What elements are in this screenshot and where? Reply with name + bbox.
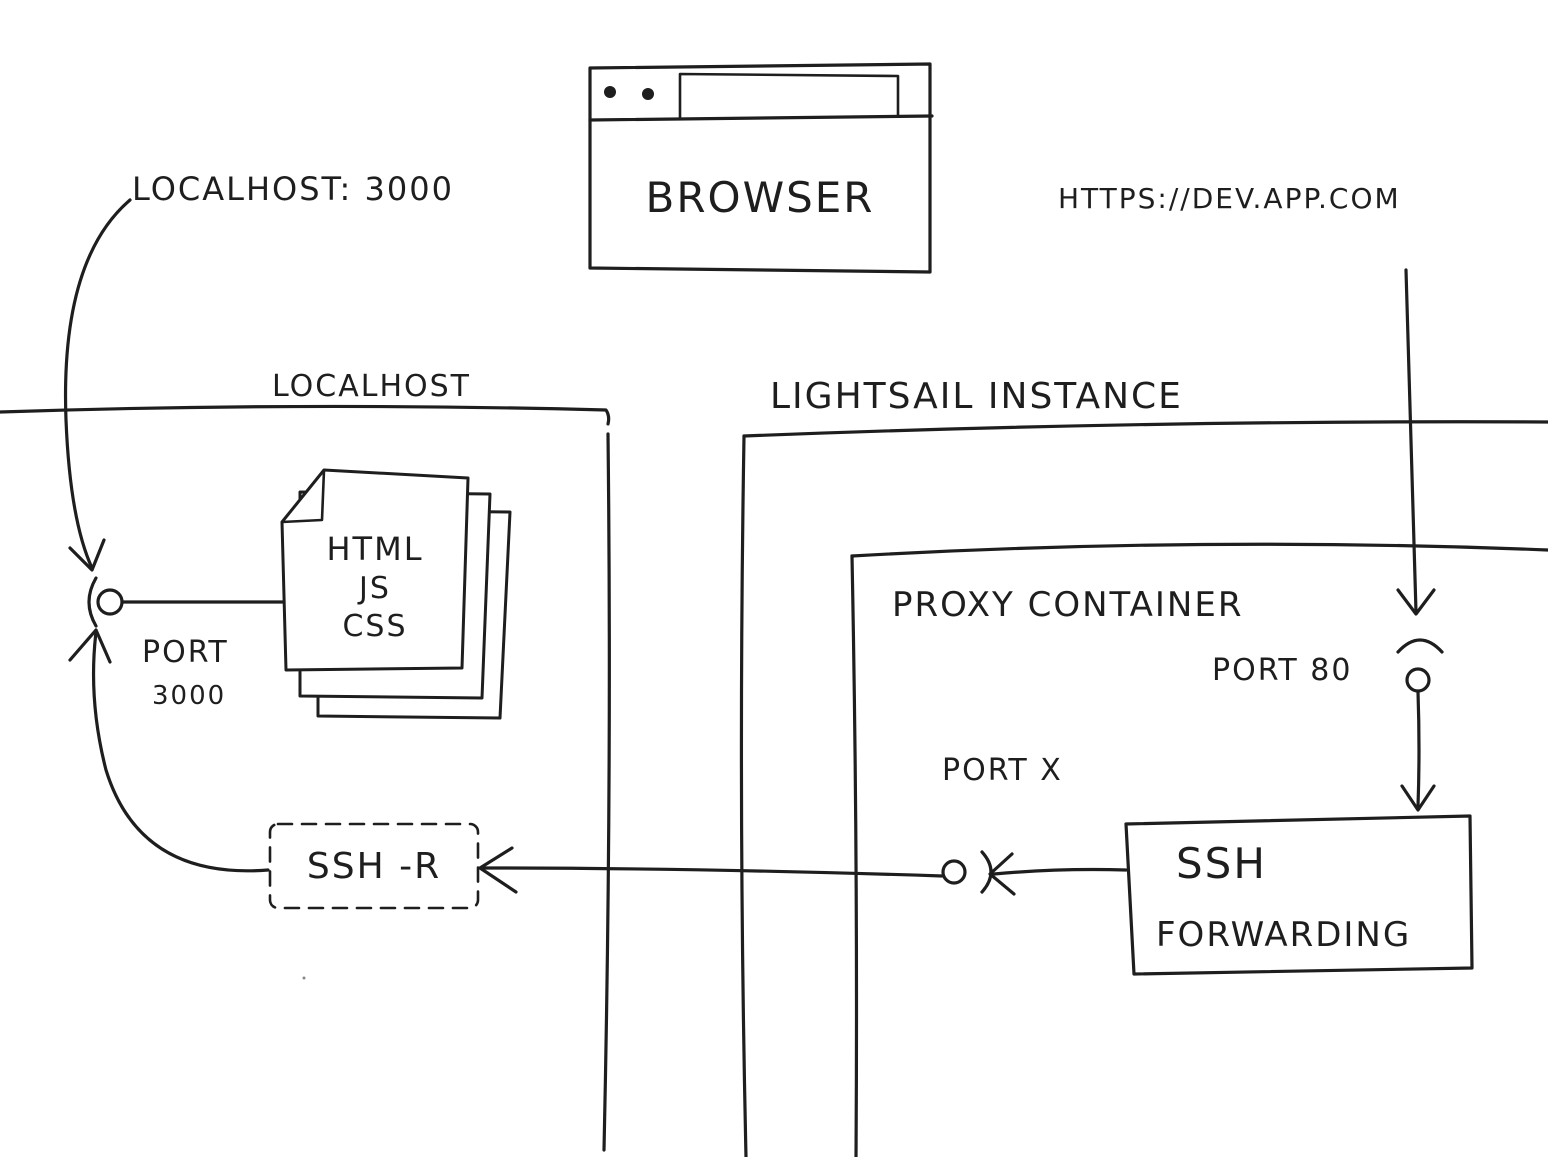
- ssh-forwarding-title: SSH: [1176, 839, 1267, 888]
- port-x-to-ssh-reverse-arrow: [480, 866, 944, 878]
- ssh-forwarding-subtitle: FORWARDING: [1156, 915, 1411, 955]
- arrow-head-icon: [1400, 784, 1436, 812]
- port-x-socket-icon: [941, 850, 993, 894]
- files-stack-icon: HTML JS CSS: [280, 468, 512, 720]
- lightsail-zone: LIGHTSAIL INSTANCE: [739, 376, 1548, 1157]
- file-type-css: CSS: [342, 609, 407, 644]
- localhost-zone: LOCALHOST: [0, 369, 611, 1152]
- proxy-container-label: PROXY CONTAINER: [892, 585, 1243, 625]
- localhost-url-arrow: [63, 198, 132, 570]
- pencil-dot: [302, 976, 306, 980]
- lightsail-zone-label: LIGHTSAIL INSTANCE: [770, 376, 1183, 417]
- port-x-label: PORT X: [942, 753, 1063, 788]
- arrow-head-icon: [68, 628, 112, 664]
- arrow-head-icon: [988, 852, 1016, 896]
- ssh-reverse-return-arrow: [91, 630, 270, 873]
- arrow-head-icon: [1396, 588, 1436, 616]
- port-3000-label: PORT: [142, 635, 229, 670]
- localhost-url-label: LOCALHOST: 3000: [132, 170, 454, 208]
- address-bar-icon: [678, 72, 900, 120]
- port-80-to-ssh-forwarding-arrow: [1416, 690, 1421, 808]
- arrow-head-icon: [478, 846, 518, 894]
- browser-window: BROWSER: [588, 62, 934, 274]
- port-3000-number: 3000: [152, 681, 226, 711]
- proxy-container-zone: PROXY CONTAINER: [850, 542, 1548, 1157]
- window-dot-icon: [604, 86, 616, 98]
- arrow-head-icon: [68, 538, 106, 572]
- browser-label: BROWSER: [646, 173, 875, 222]
- remote-url-arrow: [1404, 268, 1418, 614]
- localhost-zone-label: LOCALHOST: [272, 369, 471, 404]
- port-80-socket-icon: [1396, 638, 1444, 693]
- port-80-label: PORT 80: [1212, 653, 1352, 688]
- ssh-reverse-box: SSH -R: [268, 822, 480, 910]
- ssh-forwarding-box: SSH FORWARDING: [1124, 814, 1474, 976]
- ssh-forwarding-to-port-x-arrow: [992, 867, 1128, 876]
- file-type-js: JS: [357, 571, 391, 606]
- window-dot-icon: [642, 88, 654, 100]
- port-3000-socket-icon: [87, 576, 286, 628]
- remote-url-label: HTTPS://DEV.APP.COM: [1058, 182, 1401, 215]
- ssh-reverse-label: SSH -R: [307, 846, 441, 887]
- file-type-html: HTML: [326, 530, 423, 568]
